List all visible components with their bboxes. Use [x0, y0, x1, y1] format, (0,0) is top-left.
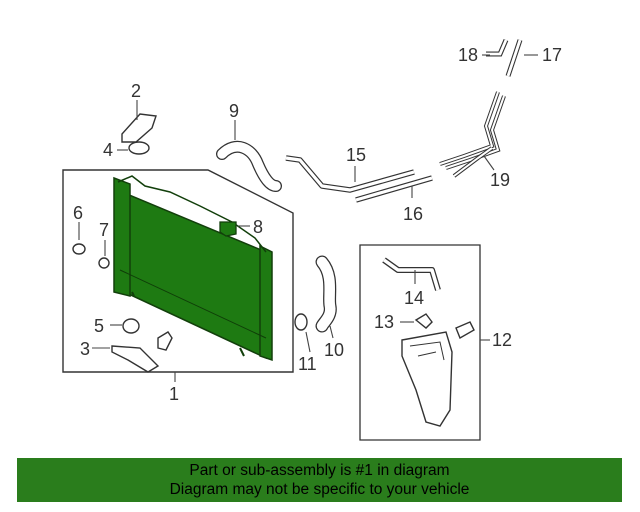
callout-11: 11 [298, 354, 317, 374]
callout-1: 1 [169, 384, 179, 404]
notice-line-1: Part or sub-assembly is #1 in diagram [189, 462, 450, 479]
callout-13: 13 [374, 312, 394, 332]
grommet-4 [128, 141, 150, 155]
clip-7 [98, 257, 110, 269]
notice-banner: Part or sub-assembly is #1 in diagram Di… [17, 458, 622, 502]
callout-15: 15 [346, 145, 366, 165]
callout-7: 7 [99, 220, 109, 240]
upper-bracket-2 [121, 113, 157, 143]
callout-17: 17 [542, 45, 562, 65]
callout-4: 4 [103, 140, 113, 160]
callout-5: 5 [94, 316, 104, 336]
notice-line-2: Diagram may not be specific to your vehi… [169, 481, 470, 498]
bolt-12 [455, 321, 475, 340]
callout-6: 6 [73, 203, 83, 223]
callout-12: 12 [492, 330, 512, 350]
callout-10: 10 [324, 340, 344, 360]
drain-plug-6 [72, 243, 86, 255]
callout-14: 14 [404, 288, 424, 308]
callout-2: 2 [131, 81, 141, 101]
callout-3: 3 [80, 339, 90, 359]
callout-9: 9 [229, 101, 239, 121]
callout-16: 16 [403, 204, 423, 224]
lower-bracket-3 [111, 345, 160, 373]
callout-19: 19 [490, 170, 510, 190]
callout-8: 8 [253, 217, 263, 237]
radiator-core[interactable] [113, 175, 273, 362]
radiator-cap-8 [219, 221, 237, 237]
cushion-5 [122, 318, 140, 334]
reservoir-tank [401, 331, 453, 427]
pipe-bundle-19 [439, 91, 506, 178]
reservoir-box [359, 244, 481, 441]
radiator-assembly-box [62, 169, 294, 373]
bolt-near-3 [157, 331, 173, 351]
callout-18: 18 [458, 45, 478, 65]
clamp-11 [294, 313, 308, 331]
cap-13 [414, 313, 433, 329]
